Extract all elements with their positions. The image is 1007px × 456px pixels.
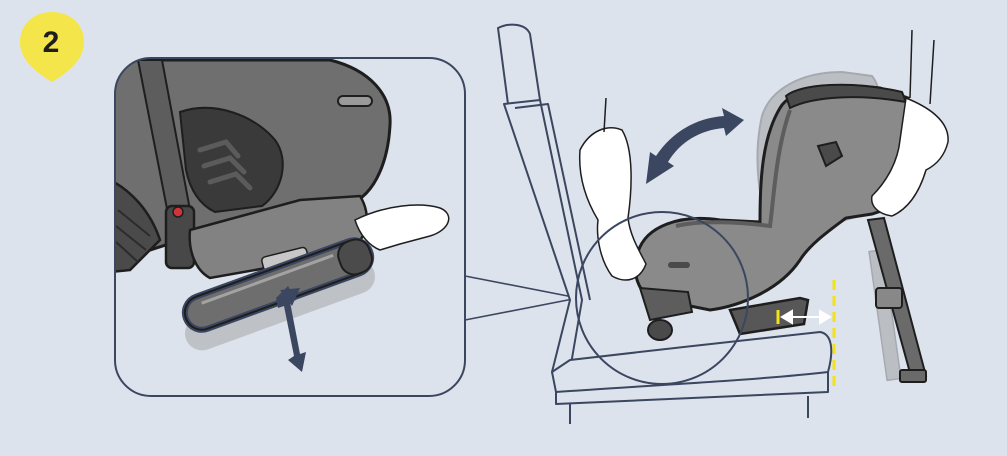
curved-double-arrow-icon bbox=[646, 108, 744, 184]
left-hand bbox=[580, 128, 646, 280]
step-number: 2 bbox=[43, 26, 60, 59]
handle-slot bbox=[338, 96, 372, 106]
vehicle-backrest bbox=[504, 100, 582, 372]
child-seat-foot bbox=[640, 288, 692, 320]
detail-inset bbox=[110, 58, 465, 396]
zoom-connector bbox=[465, 276, 578, 320]
step-badge: 2 bbox=[20, 12, 84, 82]
side-slot bbox=[668, 262, 690, 268]
vehicle-headrest bbox=[498, 25, 540, 106]
vehicle-cushion bbox=[552, 332, 831, 392]
